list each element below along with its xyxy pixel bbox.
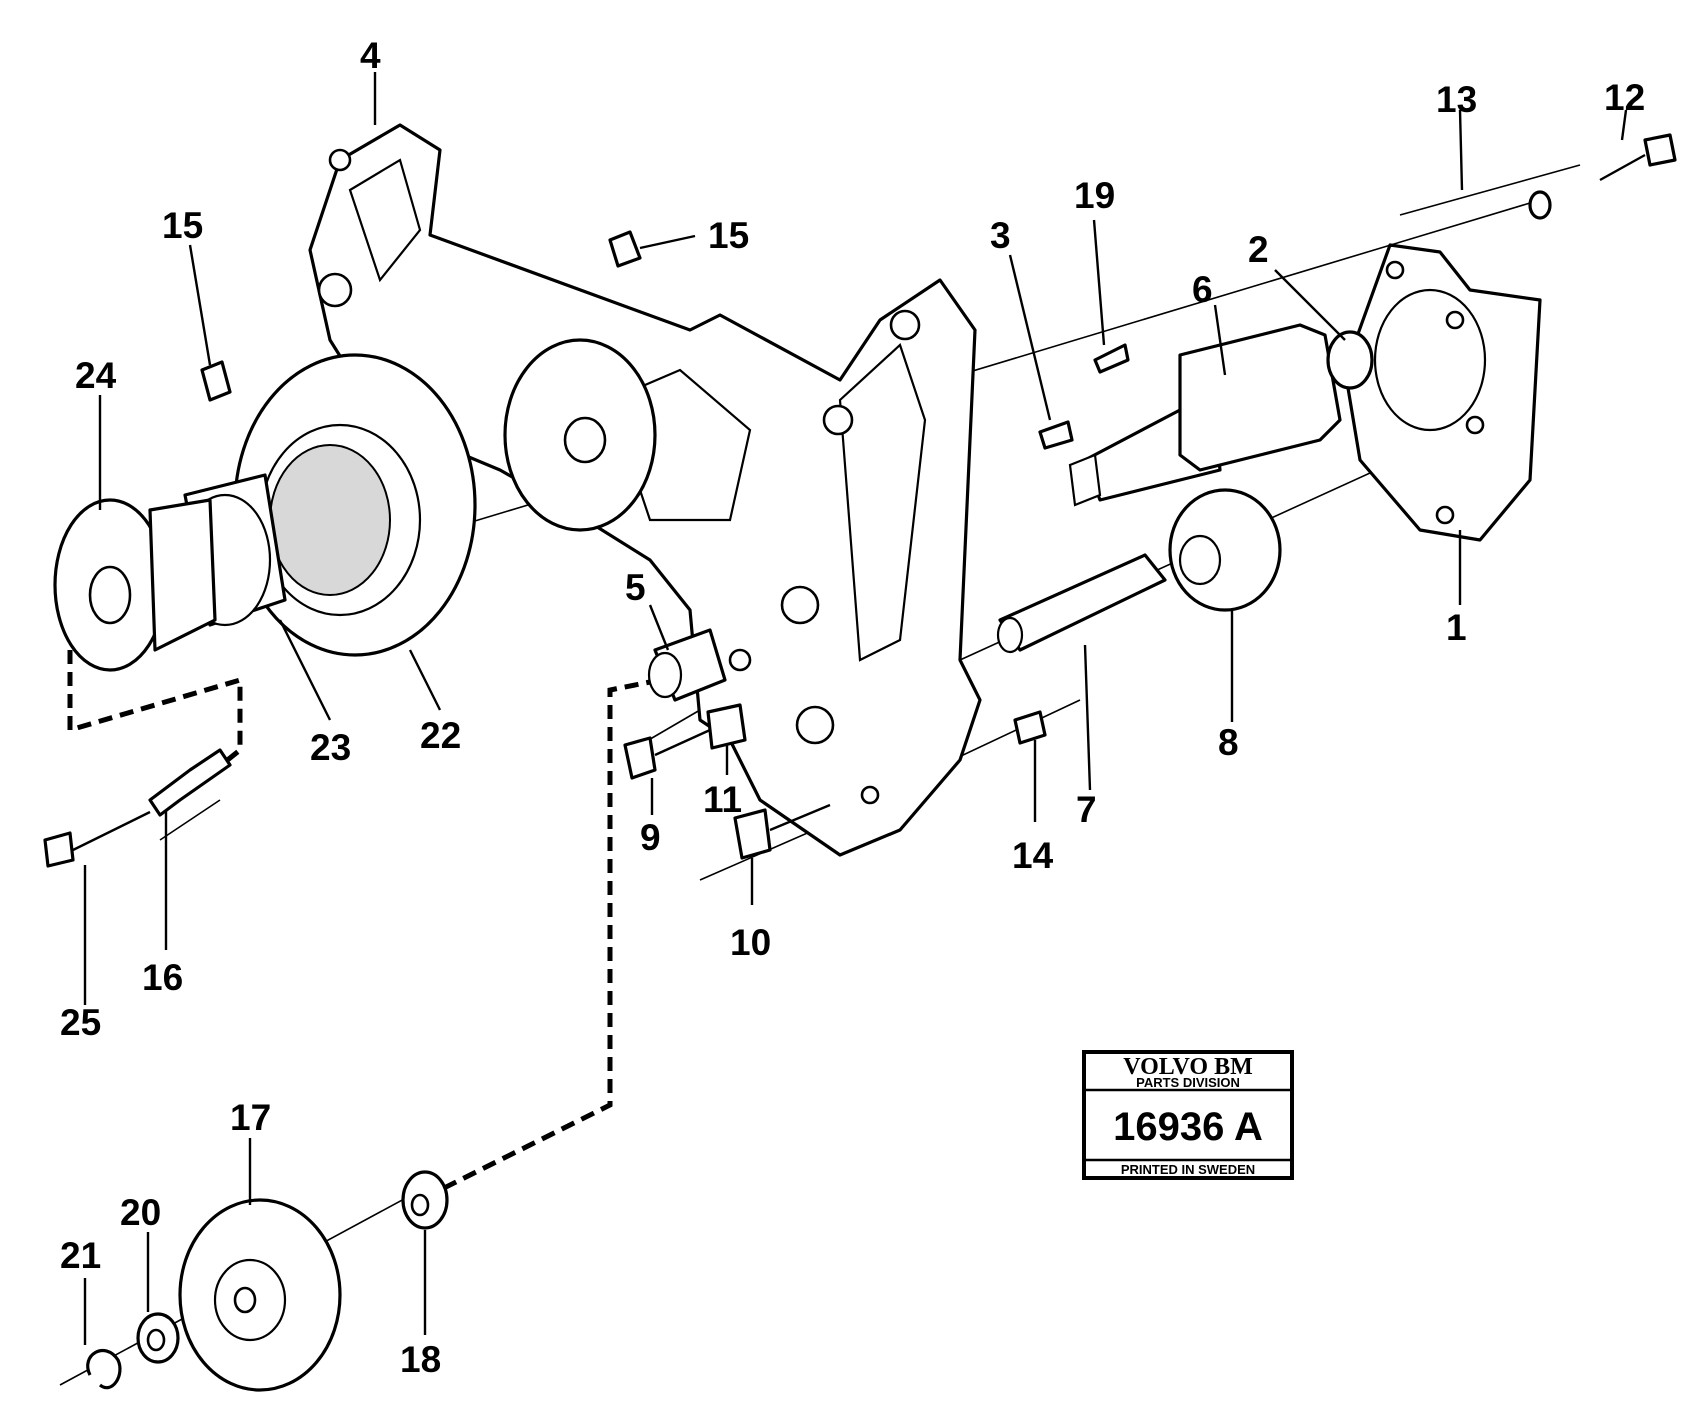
callout-12: 12 <box>1604 77 1645 118</box>
part-pump-gear <box>1168 488 1282 612</box>
callout-numbers: 4 13 12 19 15 15 3 2 6 24 5 1 22 23 8 11… <box>60 35 1645 1380</box>
part-washer-20 <box>136 1312 180 1364</box>
part-plug-15-upper <box>608 230 642 268</box>
part-housing-cover <box>308 123 982 857</box>
callout-2: 2 <box>1248 229 1269 270</box>
callout-11: 11 <box>703 779 742 820</box>
callout-7: 7 <box>1076 789 1097 830</box>
callout-1: 1 <box>1446 607 1467 648</box>
callout-19: 19 <box>1074 175 1115 216</box>
callout-10: 10 <box>730 922 771 963</box>
callout-23: 23 <box>310 727 351 768</box>
part-bolt-12 <box>1599 133 1677 182</box>
part-key-19 <box>1093 343 1130 374</box>
callout-13: 13 <box>1436 79 1477 120</box>
part-hub-flange <box>53 498 217 672</box>
part-circlip-21 <box>86 1348 122 1390</box>
callout-17: 17 <box>230 1097 271 1138</box>
part-plug-15-left <box>200 360 232 402</box>
dashed-relation-lines <box>67 650 661 1193</box>
callout-25: 25 <box>60 1002 101 1043</box>
part-washer-13 <box>1528 190 1552 220</box>
callout-21: 21 <box>60 1235 101 1276</box>
stamp-division: PARTS DIVISION <box>1136 1075 1240 1090</box>
part-gear-17 <box>178 1198 342 1392</box>
part-dowel-14 <box>1013 710 1047 745</box>
part-pin-3 <box>1038 420 1074 450</box>
callout-4: 4 <box>360 35 381 76</box>
callout-14: 14 <box>1012 835 1054 876</box>
stamp-code: 16936 A <box>1113 1105 1263 1149</box>
callout-16: 16 <box>142 957 183 998</box>
part-pump-cover <box>1343 243 1542 542</box>
part-bolt-10 <box>733 803 831 860</box>
callout-8: 8 <box>1218 722 1239 763</box>
callout-6: 6 <box>1192 269 1213 310</box>
publisher-stamp: VOLVO BM PARTS DIVISION 16936 A PRINTED … <box>1082 1050 1294 1180</box>
part-bolt-9 <box>623 728 711 780</box>
callout-18: 18 <box>400 1339 441 1380</box>
part-idler-gear <box>233 353 477 657</box>
callout-24: 24 <box>75 355 117 396</box>
part-lock-plate <box>148 748 232 817</box>
callout-5: 5 <box>625 567 646 608</box>
part-sleeve <box>647 628 727 702</box>
part-bolt-25 <box>43 810 151 868</box>
stamp-brand: VOLVO BM <box>1123 1054 1253 1080</box>
callout-20: 20 <box>120 1192 161 1233</box>
callout-leader-lines <box>83 72 1628 1345</box>
part-clip <box>706 703 747 750</box>
callout-3: 3 <box>990 215 1011 256</box>
callout-15-upper: 15 <box>708 215 749 256</box>
part-drive-shaft-gear <box>1068 323 1374 507</box>
callout-22: 22 <box>420 715 461 756</box>
part-washer-18 <box>401 1170 449 1230</box>
callout-9: 9 <box>640 817 661 858</box>
part-shaft-pin <box>996 553 1167 654</box>
callout-15-left: 15 <box>162 205 203 246</box>
stamp-footer: PRINTED IN SWEDEN <box>1121 1162 1255 1177</box>
